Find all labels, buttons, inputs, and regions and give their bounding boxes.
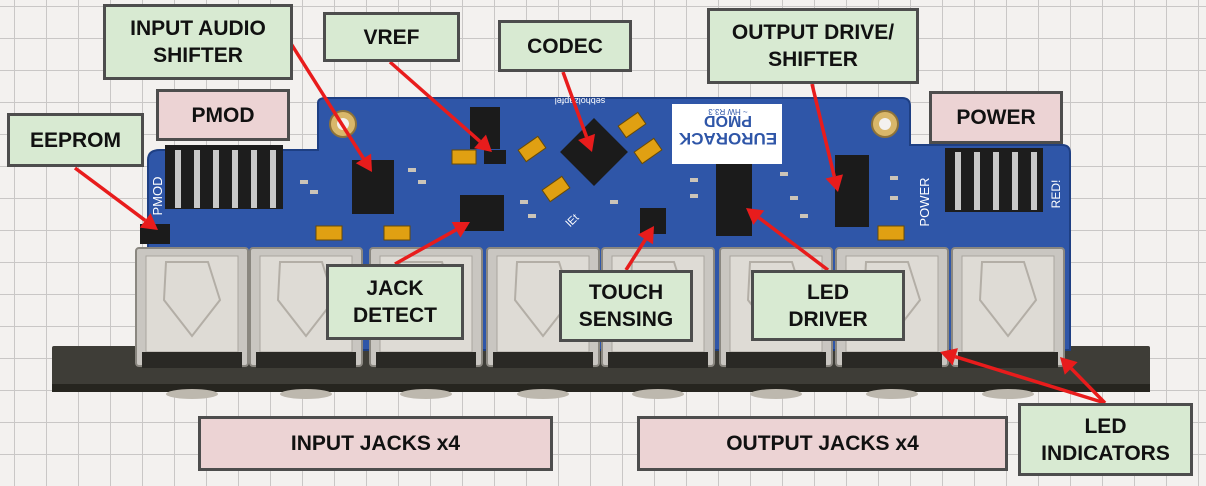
arrow-output-drive <box>810 83 844 192</box>
input-shifter-chip <box>352 160 394 214</box>
arrow-codec <box>561 71 596 152</box>
label-eeprom: EEPROM <box>7 113 144 167</box>
front-panel-edge <box>52 384 1150 392</box>
label-codec: CODEC <box>498 20 632 72</box>
eeprom-chip <box>140 224 170 244</box>
silk-subtitle: PMOD <box>704 112 752 129</box>
input-jack-1 <box>135 247 249 399</box>
silk-rev: ~ HW R3.3 <box>708 107 748 116</box>
label-output-drive-shifter: OUTPUT DRIVE/ SHIFTER <box>707 8 919 84</box>
label-pmod: PMOD <box>156 89 290 141</box>
silk-power: POWER <box>917 177 932 226</box>
label-led-driver: LED DRIVER <box>751 270 905 341</box>
arrow-led-driver <box>746 208 830 272</box>
label-input-jacks: INPUT JACKS x4 <box>198 416 553 471</box>
silk-pmod: PMOD <box>150 177 165 216</box>
arrow-eeprom <box>73 166 158 230</box>
silk-maker: sebholzapfel <box>555 96 606 106</box>
silk-title: EURORACK <box>678 129 777 148</box>
output-jack-4 <box>951 247 1065 399</box>
callout-arrows <box>73 41 1107 405</box>
silk-red: RED! <box>1049 180 1063 209</box>
output-drive-chip <box>835 155 869 227</box>
label-power: POWER <box>929 91 1063 144</box>
label-touch-sensing: TOUCH SENSING <box>559 270 693 342</box>
logo-plate <box>672 104 782 164</box>
label-output-jacks: OUTPUT JACKS x4 <box>637 416 1008 471</box>
arrow-jack-detect <box>394 221 470 266</box>
arrow-led-indicator-1 <box>940 348 1106 405</box>
pmod-header <box>165 145 283 209</box>
label-vref: VREF <box>323 12 460 62</box>
led-driver-chip <box>716 158 752 236</box>
arrow-input-audio-shifter <box>288 41 372 172</box>
label-jack-detect: JACK DETECT <box>326 264 464 340</box>
arrow-led-indicator-2 <box>1060 357 1107 405</box>
arrow-vref <box>388 60 492 152</box>
label-input-audio-shifter: INPUT AUDIO SHIFTER <box>103 4 293 80</box>
label-led-indicators: LED INDICATORS <box>1018 403 1193 476</box>
arrow-touch-sensing <box>624 226 654 271</box>
power-header <box>945 148 1043 212</box>
